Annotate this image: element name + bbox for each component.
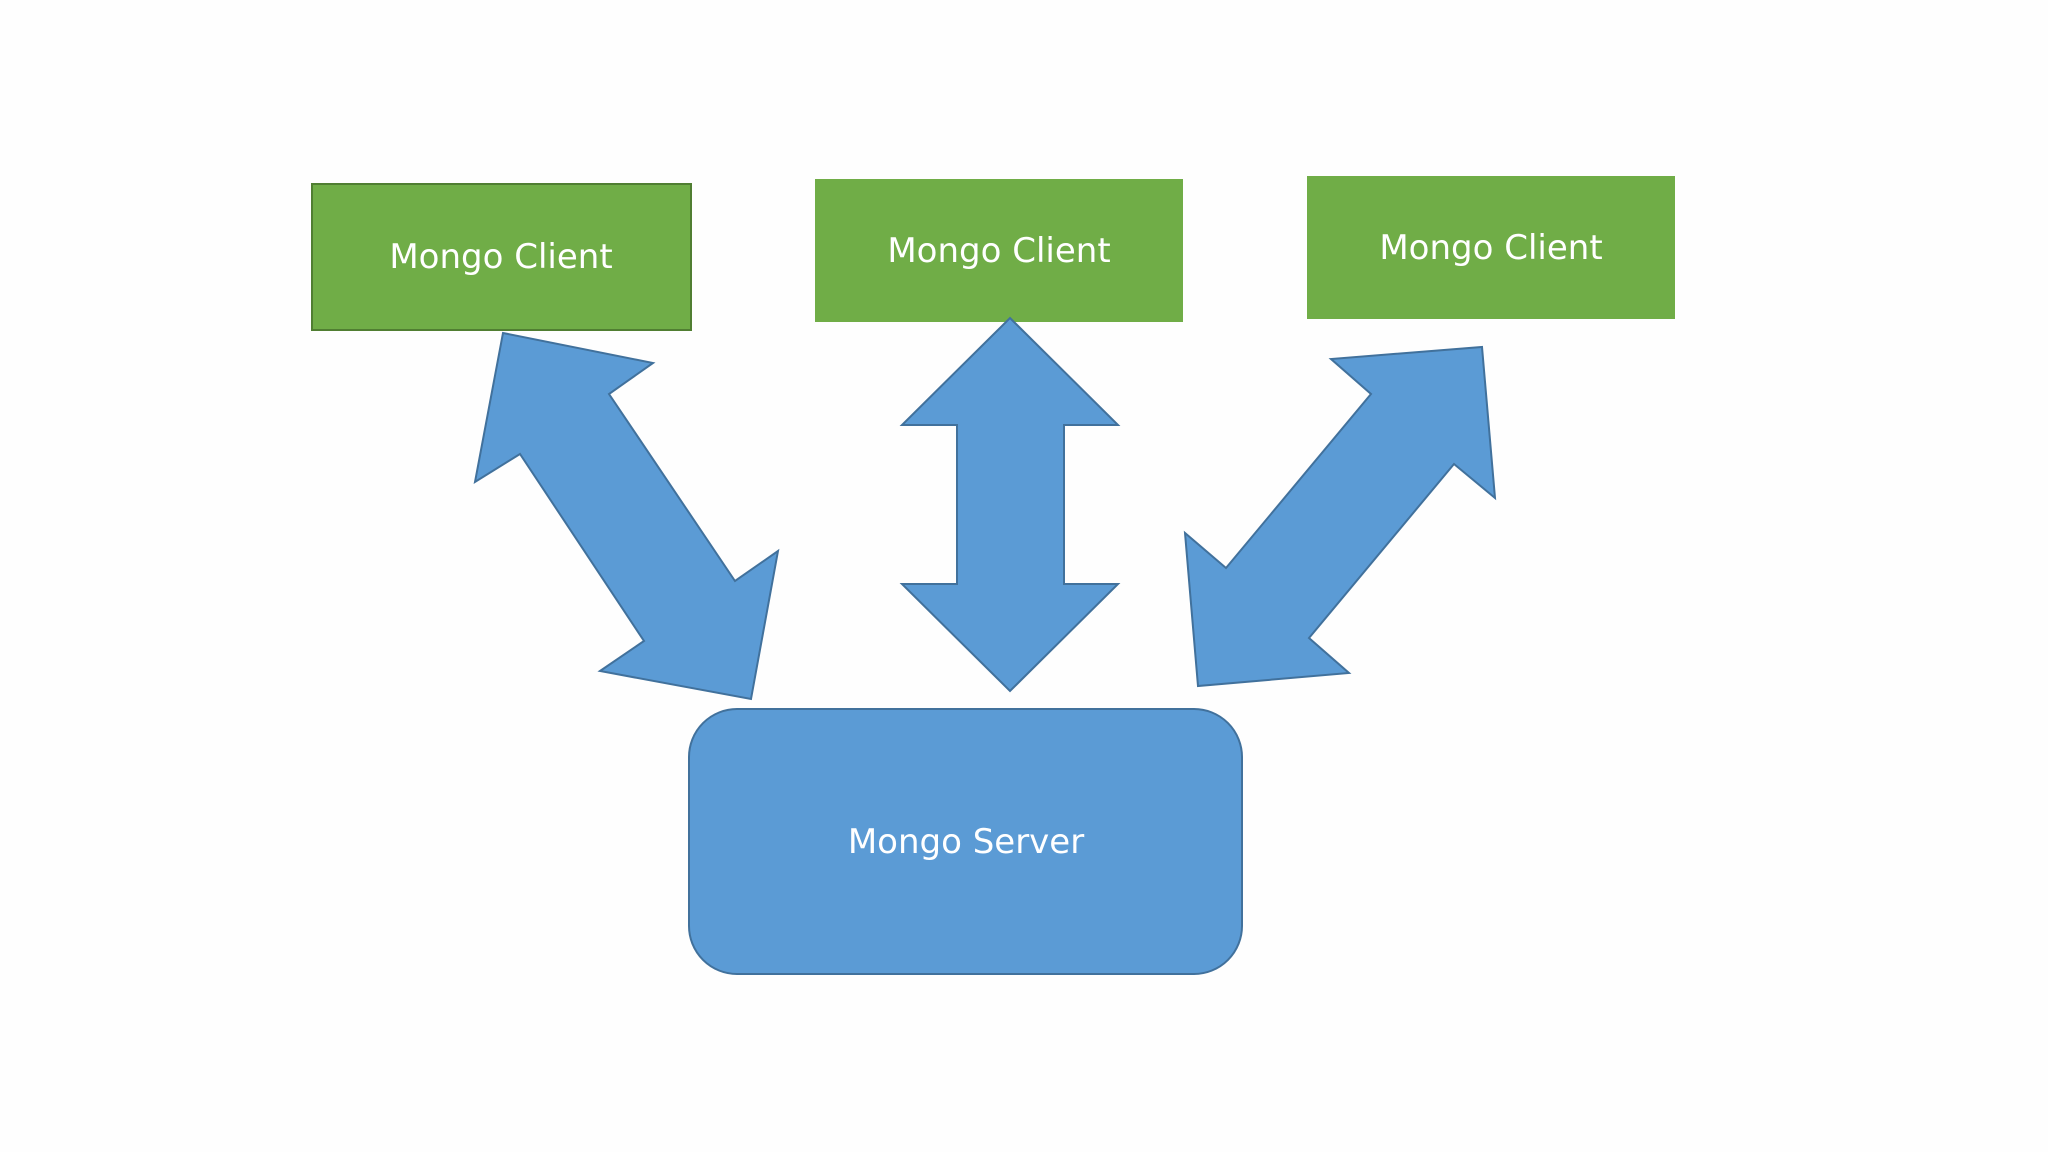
client-label-2: Mongo Client bbox=[887, 231, 1110, 271]
client-node-2: Mongo Client bbox=[815, 179, 1183, 322]
client-node-3: Mongo Client bbox=[1307, 176, 1675, 319]
server-node: Mongo Server bbox=[688, 708, 1243, 975]
bidirectional-arrow-right bbox=[1183, 345, 1497, 688]
server-box bbox=[688, 708, 1243, 975]
server-label: Mongo Server bbox=[848, 822, 1084, 862]
bidirectional-arrow-center bbox=[899, 316, 1121, 693]
client-box-3 bbox=[1307, 176, 1675, 319]
client-box-1 bbox=[311, 183, 692, 331]
bidirectional-arrow-left bbox=[473, 331, 780, 701]
client-node-1: Mongo Client bbox=[311, 183, 692, 331]
client-box-2 bbox=[815, 179, 1183, 322]
client-label-1: Mongo Client bbox=[389, 237, 612, 277]
client-label-3: Mongo Client bbox=[1379, 228, 1602, 268]
